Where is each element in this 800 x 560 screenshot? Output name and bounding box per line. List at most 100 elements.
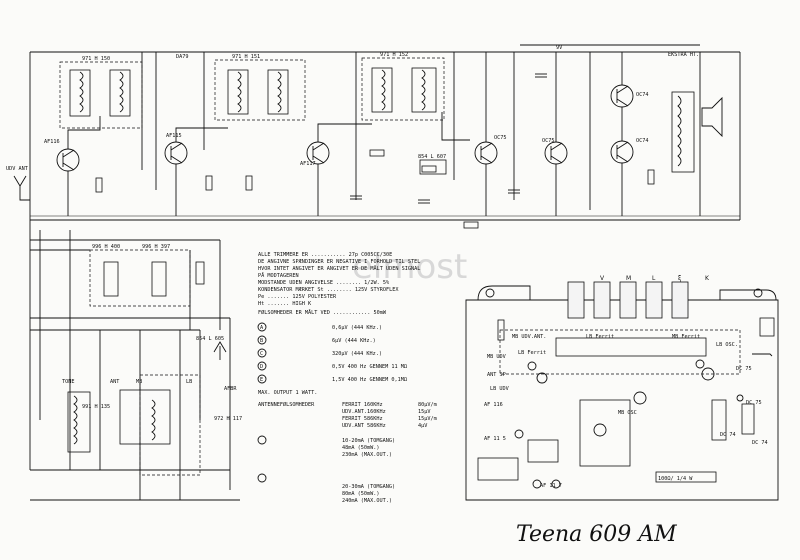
mb-udv-ant-label: MB UDV.ANT. <box>512 334 546 340</box>
current-f-line: 48mA (50mW.) <box>342 445 379 451</box>
transistor-oc74-2-label: OC74 <box>636 138 649 144</box>
speaker-icon <box>701 96 723 138</box>
lb-label: LB <box>186 379 192 385</box>
component-854l607: 854 L 607 <box>418 154 446 160</box>
transistor-oc75-1 <box>474 141 498 165</box>
meas-c-mark: C <box>260 351 263 357</box>
output-transformer <box>671 91 695 173</box>
current-g-line: 240mA (MAX.OUT.) <box>342 498 392 504</box>
tone-label: TONE <box>62 379 75 385</box>
sensitivity-value: 15µV <box>418 409 431 415</box>
note-line: PÅ MODTAGEREN <box>258 272 299 279</box>
resistor-part <box>655 471 717 483</box>
rf-if-section: 971 H 150 971 H 151 971 H 152 DA79 9V AF… <box>6 44 741 470</box>
ant-label: ANT <box>110 379 119 385</box>
transistor-af116-label: AF116 <box>44 139 60 145</box>
transistor-af115-label: AF115 <box>166 133 182 139</box>
push-button-v[interactable] <box>593 281 611 319</box>
button-label-m: M <box>626 275 631 282</box>
meas-a-mark: A <box>260 325 264 331</box>
note-line: KONDENSATOR MÆRKET St ........ 125V STYR… <box>258 287 399 293</box>
sensitivity-value: 15µV/m <box>418 416 437 422</box>
supply-label: 9V <box>556 45 562 51</box>
current-f-line: 10-20mA (TOMGANG) <box>342 438 395 444</box>
transistor-oc74-2 <box>610 140 634 164</box>
ferrite-rod-area <box>499 329 741 375</box>
resistor-label: 100Ω/ 1/4 W <box>658 476 693 482</box>
transistor-af115 <box>164 141 188 165</box>
button-label-xi: ξ <box>678 275 681 282</box>
af116-chassis-label: AF 116 <box>484 402 503 408</box>
push-button-m[interactable] <box>619 281 637 319</box>
sensitivity-band: FERRIT 160KHz <box>342 402 383 408</box>
sensitivity-heading: ANTENNEFØLSOMHEDER <box>258 401 315 408</box>
transistor-af116 <box>56 148 80 172</box>
r991-label: 991 H 135 <box>82 404 110 410</box>
push-button[interactable] <box>567 281 585 319</box>
oscillator-section: 996 H 400 996 H 397 TONE ANT MB LB AFBR … <box>30 230 242 501</box>
v854-label: 854 L 605 <box>196 336 224 342</box>
osc-coil-2-label: 996 H 397 <box>142 244 170 250</box>
mb-ferrit-label: MB Ferrit <box>672 334 700 340</box>
chassis-layout: V M L ξ K MB UDV.ANT. LB Ferrit MB Ferri… <box>465 275 779 501</box>
sensitivity-band: UDV.ANT 586KHz <box>342 423 386 429</box>
meas-b-mark: B <box>260 338 263 344</box>
if-transformer-2 <box>214 59 306 121</box>
transistor-oc75-2-label: OC75 <box>542 138 555 144</box>
note-line: MODSTANDE UDEN ANGIVELSE ........ 1/2W. … <box>258 280 390 286</box>
meas-e-value: 1,5V 400 Hz GENNEM 0,1MΩ <box>332 377 407 383</box>
osc-coil-1-label: 996 H 400 <box>92 244 120 250</box>
dc75a-chassis-label: DC 75 <box>736 366 752 372</box>
transistor-oc75-1-label: OC75 <box>494 135 507 141</box>
current-g-line: 80mA (50mW.) <box>342 491 379 497</box>
sensitivity-band: UDV.ANT.160KHz <box>342 409 386 415</box>
ant-sp-label: ANT SP <box>487 372 506 378</box>
meas-d-mark: D <box>260 364 263 370</box>
dc75b-chassis-label: DC 75 <box>746 400 762 406</box>
button-label-l: L <box>652 275 656 282</box>
af117-chassis-label: AF 11 7 <box>540 483 562 489</box>
mb-label: MB <box>136 379 142 385</box>
diode-label: DA79 <box>176 54 189 60</box>
if-transformer-1-label: 971 H 150 <box>82 56 110 62</box>
note-line: HVOR INTET ANGIVET ER ANGIVET ER DE MÅLT… <box>258 265 420 272</box>
dc74b-chassis-label: DC 74 <box>752 440 768 446</box>
note-line: Ht ....... HIGH K <box>258 301 312 307</box>
r972-label: 972 H 117 <box>214 416 242 422</box>
sensitivity-band: FERRIT 586KHz <box>342 416 383 422</box>
if-transformer-2-label: 971 H 151 <box>232 54 260 60</box>
extra-speaker-label: EKSTRA HT. <box>668 52 699 58</box>
mb-udv-label: MB UDV <box>487 354 506 360</box>
sensitivity-value: 4µV <box>418 423 427 429</box>
current-f-line: 230mA (MAX.OUT.) <box>342 452 392 458</box>
af115-chassis-label: AF 11 5 <box>484 436 506 442</box>
note-line: Pe ....... 125V POLYESTER <box>258 294 337 300</box>
transistor-oc74-1-label: OC74 <box>636 92 649 98</box>
button-label-v: V <box>600 275 605 282</box>
if-transformer-3 <box>361 57 445 121</box>
antenna-icon <box>13 175 30 201</box>
transistor-oc74-1 <box>610 84 634 108</box>
watermark: elmost <box>352 247 467 287</box>
meas-b-value: 6µV (444 KHz.) <box>332 338 376 344</box>
push-button-l[interactable] <box>645 281 663 319</box>
transistor-oc75-2 <box>544 141 568 165</box>
dc74a-chassis-label: DC 74 <box>720 432 736 438</box>
osc-coil-box <box>89 249 191 307</box>
meas-d-value: 0,5V 400 Hz GENNEM 11 MΩ <box>332 364 407 370</box>
if-transformer-3-label: 971 H 152 <box>380 52 408 58</box>
current-g-line: 20-30mA (TOMGANG) <box>342 484 395 490</box>
meas-a-value: 0,6µV (444 KHz.) <box>332 325 382 331</box>
sensitivity-value: 80µV/m <box>418 402 437 408</box>
note-line: ALLE TRIMMERE ER ........... 27p C005CC/… <box>258 252 392 258</box>
meas-e-mark: E <box>260 377 263 383</box>
model-title: Teena 609 AM <box>516 522 677 547</box>
lb-udv-label: LB UDV <box>490 386 509 392</box>
push-button-xi[interactable] <box>671 281 689 319</box>
lb-osc-label: LB OSC. <box>716 342 738 348</box>
lb-ferrit2-label: LB Ferrit <box>518 350 546 356</box>
button-label-k: K <box>705 275 710 282</box>
note-line: FØLSOMHEDER ER MÅLT VED ............ 50m… <box>258 309 387 316</box>
